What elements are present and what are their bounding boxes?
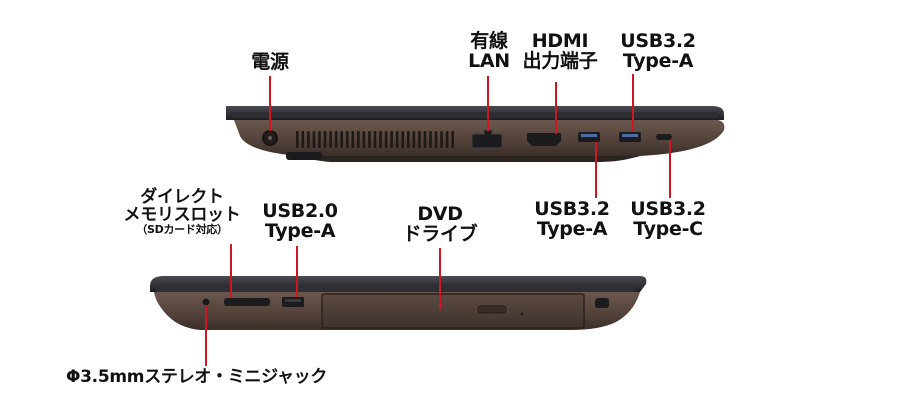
usb32c-label-line2: Type-C: [633, 218, 703, 241]
vent-slot: [384, 131, 388, 148]
audio-jack-label: Φ3.5mmステレオ・ミニジャック: [66, 368, 327, 386]
vent-slot: [296, 131, 299, 148]
card-slot-icon: [224, 298, 270, 306]
lan-label-line2: LAN: [468, 50, 510, 73]
vent-slot: [318, 131, 321, 148]
vent-slot: [401, 131, 405, 148]
left-side-keyboard-deck: [156, 286, 636, 292]
usb32c-label-line1: USB3.2: [630, 198, 706, 220]
power-label: 電源: [236, 52, 304, 72]
right-side-keyboard-deck: [232, 112, 718, 118]
hdmi-label-line2: 出力端子: [522, 50, 598, 73]
left-side-view: [150, 276, 647, 330]
vent-slot: [395, 131, 399, 148]
dvd-label-line2: ドライブ: [402, 223, 478, 246]
dvd-eject-button-icon: [477, 305, 507, 314]
lan-label-line1: 有線: [470, 30, 508, 52]
dvd-label-line1: DVD: [417, 203, 463, 225]
usb32c-port-icon: [656, 134, 672, 140]
usb20-label-line2: Type-A: [264, 220, 336, 243]
usb32a-port-1-tongue-icon: [581, 134, 597, 137]
usb20-label: USB2.0 Type-A: [252, 201, 348, 241]
vent-slot: [301, 131, 305, 148]
vent-slot: [423, 131, 427, 148]
usb32a-bottom-label-line2: Type-A: [536, 218, 608, 241]
vent-slot: [323, 131, 327, 148]
card-slot-label-line2: メモリスロット: [123, 205, 241, 226]
vent-slot: [407, 131, 410, 148]
usb32a-port-2-tongue-icon: [622, 134, 638, 137]
dvd-tray: [321, 293, 585, 329]
vent-slot: [434, 131, 438, 148]
vent-slot: [440, 131, 443, 148]
vent-slot: [345, 131, 349, 148]
usb20-port-tongue-icon: [285, 299, 301, 302]
vent-slot: [307, 131, 310, 148]
right-side-rubber-foot: [286, 152, 322, 160]
security-lock-slot-icon: [595, 298, 609, 308]
hdmi-label: HDMI 出力端子: [516, 31, 604, 71]
lan-label: 有線 LAN: [460, 31, 518, 71]
vent-slot: [357, 131, 360, 148]
usb32a-top-label-line1: USB3.2: [620, 30, 696, 52]
dvd-indicator-icon: [520, 312, 524, 316]
vent-slot: [351, 131, 355, 148]
card-slot-label: ダイレクト メモリスロット （SDカード対応）: [120, 188, 244, 236]
vent-slot: [312, 131, 316, 148]
usb32a-bottom-label: USB3.2 Type-A: [524, 199, 620, 239]
hdmi-label-line1: HDMI: [531, 30, 589, 52]
vent-slot: [429, 131, 432, 148]
vent-slot: [451, 131, 454, 148]
power-label-text: 電源: [251, 51, 289, 73]
vent-slot: [334, 131, 338, 148]
hdmi-port-icon: [527, 133, 561, 146]
usb32a-bottom-label-line1: USB3.2: [534, 198, 610, 220]
card-slot-label-note: （SDカード対応）: [136, 223, 228, 237]
vent-slot: [340, 131, 343, 148]
vent-slot: [418, 131, 421, 148]
audio-jack-label-text: Φ3.5mmステレオ・ミニジャック: [66, 367, 328, 387]
vent-slot: [445, 131, 449, 148]
vent-slot: [329, 131, 332, 148]
vent-slot: [379, 131, 382, 148]
vent-slot: [390, 131, 393, 148]
dvd-label: DVD ドライブ: [394, 204, 486, 244]
card-slot-label-line1: ダイレクト: [140, 187, 224, 207]
vent-grille: [296, 131, 454, 148]
leader-lines: [205, 74, 671, 366]
vent-slot: [373, 131, 377, 148]
usb32c-label: USB3.2 Type-C: [620, 199, 716, 239]
vent-slot: [368, 131, 371, 148]
vent-slot: [362, 131, 366, 148]
usb32a-top-label: USB3.2 Type-A: [610, 31, 706, 71]
right-side-view: [226, 106, 725, 162]
power-port-pin-icon: [268, 136, 272, 140]
audio-jack-port-icon: [202, 298, 210, 306]
usb32a-top-label-line2: Type-A: [622, 50, 694, 73]
vent-slot: [412, 131, 416, 148]
right-side-bottom-edge: [300, 156, 640, 162]
lan-port-icon: [471, 129, 503, 149]
usb20-label-line1: USB2.0: [262, 200, 338, 222]
